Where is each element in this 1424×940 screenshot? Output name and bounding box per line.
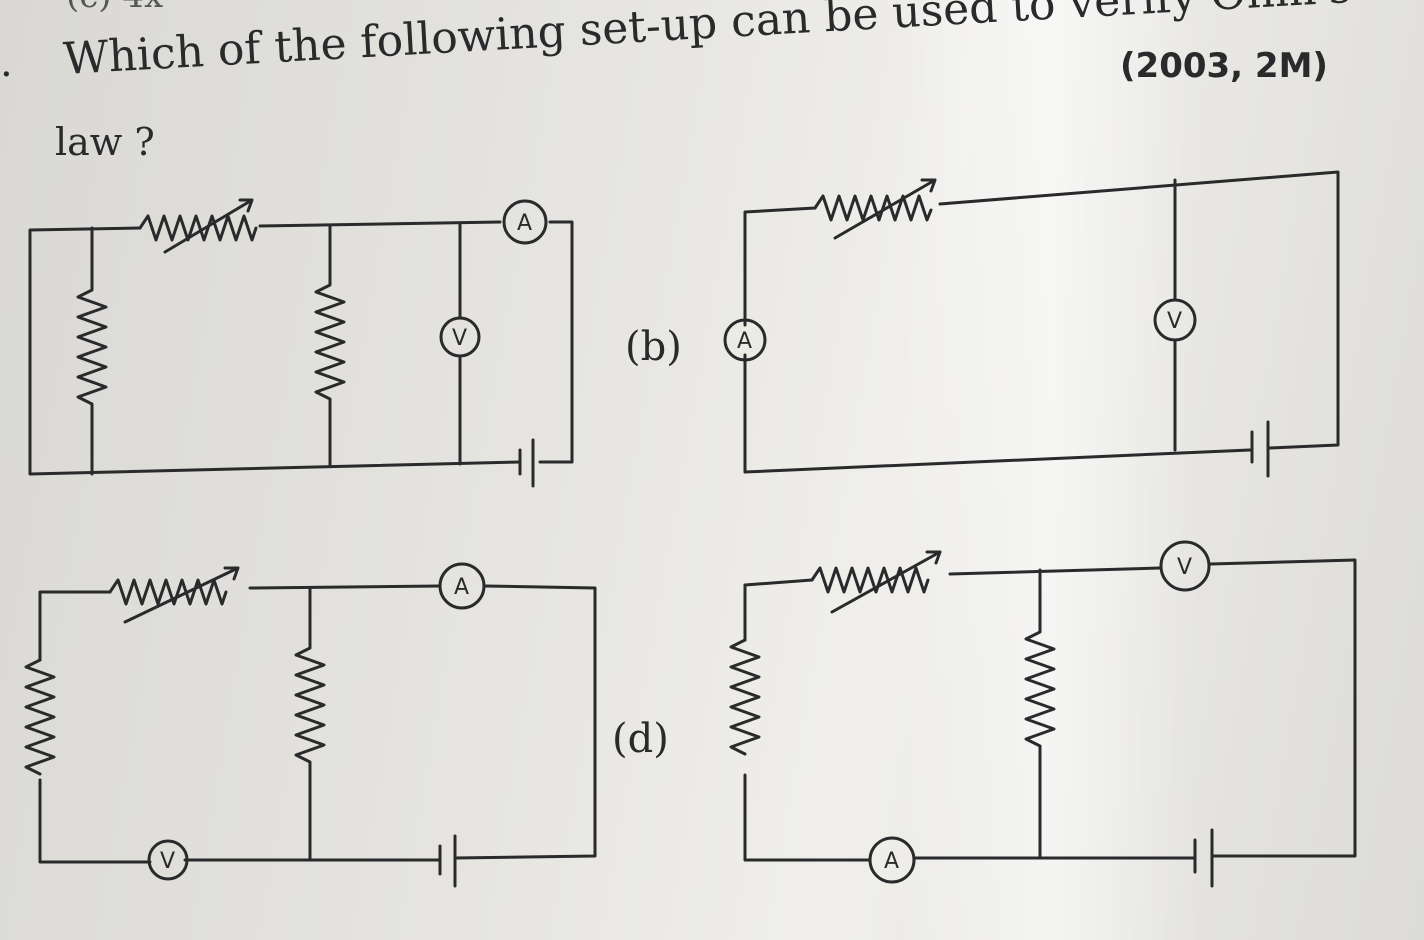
resistor-c1 [24, 658, 56, 776]
voltmeter-c [147, 839, 189, 881]
resistor-d2 [1024, 568, 1056, 860]
ammeter-c [438, 562, 486, 610]
resistor-a1 [76, 226, 108, 476]
rheostat-arrow-c [123, 566, 240, 624]
rheostat-d [810, 566, 930, 594]
voltmeter-d-letter: V [1177, 555, 1192, 580]
resistor-d1 [729, 638, 761, 756]
voltmeter-c-letter: V [160, 849, 175, 874]
voltmeter-b [1153, 298, 1197, 342]
voltmeter-b-letter: V [1167, 309, 1182, 334]
voltmeter-d [1159, 540, 1211, 592]
year-tag: (2003, 2M) [1120, 46, 1328, 86]
circuit-c [24, 562, 597, 888]
rheostat-arrow-a [163, 198, 254, 254]
battery-a [518, 438, 535, 488]
battery-c [438, 834, 457, 888]
battery-d [1193, 828, 1214, 888]
question-text-line2: law ? [55, 120, 155, 164]
circuit-a [28, 198, 574, 488]
option-b-label: (b) [625, 324, 682, 370]
ammeter-a [502, 199, 548, 245]
ammeter-d [868, 836, 916, 884]
previous-option-fragment: (c) 4x [66, 0, 163, 16]
resistor-c2 [294, 586, 326, 862]
voltmeter-a [439, 316, 481, 358]
ammeter-b [723, 318, 767, 362]
circuit-b [723, 170, 1340, 478]
rheostat-c [108, 578, 228, 606]
ammeter-c-letter: A [454, 575, 469, 600]
option-d-label: (d) [612, 716, 669, 762]
battery-b [1250, 420, 1270, 478]
resistor-a2 [314, 224, 346, 468]
ammeter-a-letter: A [517, 211, 532, 236]
ammeter-d-letter: A [884, 849, 899, 874]
rheostat-b [813, 194, 933, 222]
ammeter-b-letter: A [737, 329, 752, 354]
rheostat-arrow-b [833, 178, 937, 240]
voltmeter-a-letter: V [452, 326, 467, 351]
question-number: . [0, 40, 13, 86]
rheostat-a [138, 214, 258, 242]
circuit-d [729, 540, 1357, 888]
rheostat-arrow-d [830, 550, 942, 614]
